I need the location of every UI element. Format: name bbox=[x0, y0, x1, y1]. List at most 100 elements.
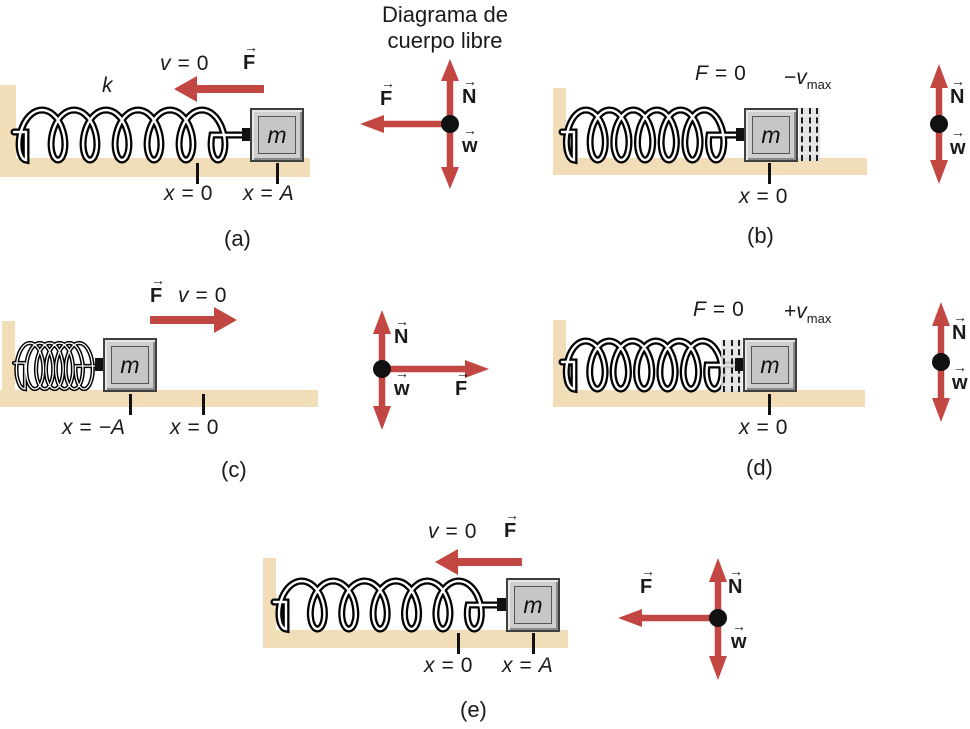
fbd-b bbox=[930, 64, 948, 184]
mass-label: m bbox=[752, 116, 790, 154]
spring-block-connector bbox=[95, 358, 104, 371]
vector-arrow-icon: → bbox=[729, 563, 743, 579]
vector-arrow-icon: → bbox=[463, 73, 477, 89]
mass-label: m bbox=[751, 346, 789, 384]
applied-force-arrow-right bbox=[150, 307, 237, 333]
fbd-d bbox=[932, 302, 950, 422]
vector-arrow-icon: → bbox=[151, 272, 165, 288]
mass-block: m bbox=[506, 578, 560, 632]
velocity-label: v=0 bbox=[428, 520, 477, 543]
vector-arrow-icon: → bbox=[381, 75, 395, 91]
fbd-c-normal-label: →N bbox=[394, 313, 409, 348]
force-zero-label: F=0 bbox=[695, 62, 746, 85]
particle-dot bbox=[932, 353, 950, 371]
vector-arrow-icon: → bbox=[953, 309, 967, 325]
panel-letter-d: (d) bbox=[746, 455, 773, 480]
spring-block-connector bbox=[736, 128, 745, 141]
tick-xA bbox=[532, 633, 535, 654]
ghost-position-dashes bbox=[799, 108, 820, 161]
vector-arrow-icon: → bbox=[456, 365, 470, 381]
wall bbox=[2, 321, 15, 407]
vector-arrow-icon: → bbox=[463, 122, 477, 138]
position-label-x-negA: x=−A bbox=[62, 416, 126, 439]
vector-arrow-icon: → bbox=[395, 313, 409, 329]
applied-force-vector-label: →F bbox=[243, 39, 258, 74]
fbd-e-normal-label: →N bbox=[728, 563, 743, 598]
mass-block: m bbox=[744, 108, 798, 162]
applied-force-vector-label: →F bbox=[504, 507, 519, 542]
tick-x0 bbox=[196, 163, 199, 184]
position-label-x0: x=0 bbox=[424, 654, 473, 677]
spring bbox=[558, 337, 739, 394]
fbd-e-weight-label: →w bbox=[731, 618, 747, 653]
vector-arrow-icon: → bbox=[951, 124, 965, 140]
velocity-max-label: +vmax bbox=[784, 300, 832, 326]
fbd-b-weight-label: →w bbox=[950, 124, 966, 159]
wall bbox=[0, 85, 16, 177]
vector-arrow-icon: → bbox=[505, 507, 519, 523]
fbd-d-normal-label: →N bbox=[952, 309, 967, 344]
particle-dot bbox=[930, 115, 948, 133]
fbd-c bbox=[373, 310, 489, 430]
floor bbox=[553, 390, 865, 407]
panel-letter-e: (e) bbox=[460, 697, 487, 722]
mass-block: m bbox=[743, 338, 797, 392]
spring bbox=[270, 577, 502, 634]
vector-arrow-icon: → bbox=[953, 359, 967, 375]
floor bbox=[263, 630, 568, 648]
mass-label: m bbox=[111, 346, 149, 384]
wall bbox=[263, 558, 276, 648]
tick-x0 bbox=[768, 394, 771, 415]
tick-xA bbox=[276, 163, 279, 184]
vector-arrow-icon: → bbox=[244, 39, 258, 55]
applied-force-arrow-left bbox=[174, 76, 264, 102]
vector-arrow-icon: → bbox=[641, 563, 655, 579]
floor bbox=[0, 158, 310, 177]
tick-x-negA bbox=[129, 394, 132, 415]
spring-block-connector bbox=[242, 128, 251, 141]
floor bbox=[553, 158, 867, 175]
spring-constant-label: k bbox=[102, 74, 113, 97]
tick-x0 bbox=[768, 163, 771, 184]
spring-compressed bbox=[11, 340, 98, 392]
tick-x0 bbox=[457, 633, 460, 654]
applied-force-arrow-left bbox=[435, 549, 522, 575]
spring bbox=[10, 106, 246, 165]
fbd-c-weight-label: →w bbox=[394, 365, 410, 400]
particle-dot bbox=[373, 360, 391, 378]
spring-block-connector bbox=[497, 598, 506, 611]
fbd-a-weight-label: →w bbox=[462, 122, 478, 157]
fbd-e bbox=[618, 558, 727, 680]
position-label-x0: x=0 bbox=[164, 182, 213, 205]
fbd-d-weight-label: →w bbox=[952, 359, 968, 394]
fbd-c-force-label: →F bbox=[455, 365, 470, 400]
panel-letter-c: (c) bbox=[221, 457, 247, 482]
vector-arrow-icon: → bbox=[951, 73, 965, 89]
position-label-xA: x=A bbox=[502, 654, 553, 677]
applied-force-vector-label: →F bbox=[150, 272, 165, 307]
title-line-1: Diagrama de bbox=[382, 2, 508, 27]
spring-block-connector bbox=[735, 358, 744, 371]
fbd-a bbox=[360, 59, 459, 189]
mass-block: m bbox=[103, 338, 157, 392]
position-label-xA: x=A bbox=[243, 182, 294, 205]
force-zero-label: F=0 bbox=[693, 298, 744, 321]
fbd-a-force-label: →F bbox=[380, 75, 395, 110]
position-label-x0: x=0 bbox=[170, 416, 219, 439]
mass-block: m bbox=[250, 108, 304, 162]
panel-letter-b: (b) bbox=[747, 223, 774, 248]
title-line-2: cuerpo libre bbox=[387, 28, 503, 53]
panel-letter-a: (a) bbox=[224, 226, 251, 251]
free-body-diagram-title: Diagrama de cuerpo libre bbox=[350, 2, 540, 54]
fbd-b-normal-label: →N bbox=[950, 73, 965, 108]
particle-dot bbox=[441, 115, 459, 133]
tick-x0 bbox=[202, 394, 205, 415]
position-label-x0: x=0 bbox=[739, 416, 788, 439]
spring bbox=[558, 106, 740, 165]
velocity-label: v=0 bbox=[160, 52, 209, 75]
velocity-max-label: −vmax bbox=[784, 66, 832, 92]
position-label-x0: x=0 bbox=[739, 185, 788, 208]
fbd-a-normal-label: →N bbox=[462, 73, 477, 108]
vector-arrow-icon: → bbox=[732, 618, 746, 634]
